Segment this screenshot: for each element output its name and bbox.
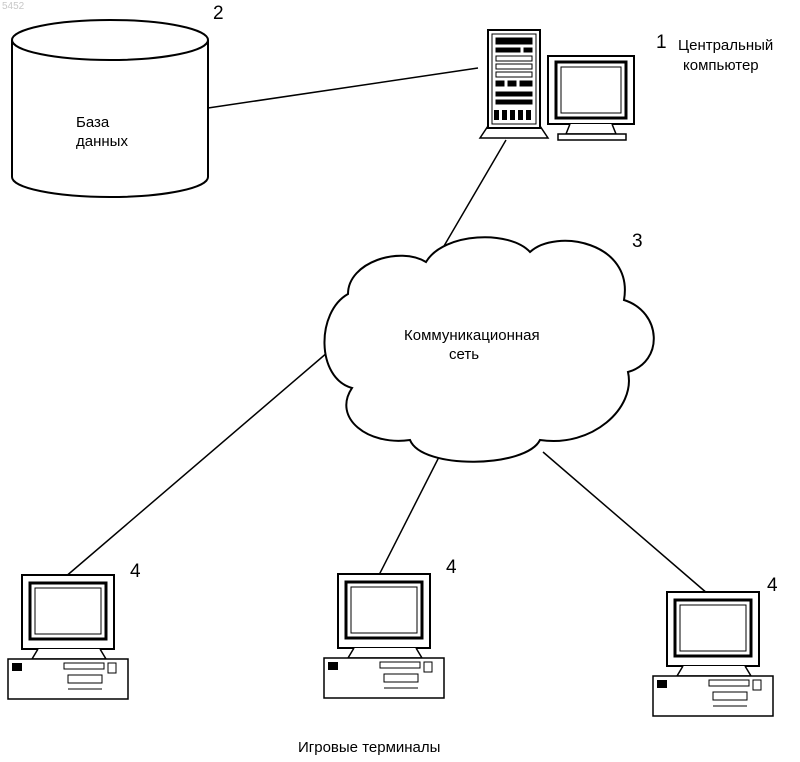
network-label-line1: Коммуникационная [404,326,540,345]
central-computer-ref-number: 1 [656,32,667,54]
link-network-to-terminal-middle [378,455,440,577]
central-monitor-icon [548,56,634,140]
terminal-computer-icon [324,574,444,698]
link-central-to-network [444,140,506,246]
server-tower-icon [480,30,548,138]
network-ref-number: 3 [632,231,643,253]
link-database-to-central [208,68,478,108]
database-cylinder-icon [12,20,208,197]
database-label-line1: База [76,113,109,132]
database-ref-number: 2 [213,3,224,25]
database-label-line2: данных [76,132,128,151]
network-cloud-icon [324,237,653,462]
central-computer-label-line1: Центральный [678,36,773,55]
page-number: 5452 [2,1,24,12]
link-network-to-terminal-right [543,452,708,594]
terminals-caption: Игровые терминалы [298,738,440,757]
terminal-computer-icon [653,592,773,716]
terminal-ref-number: 4 [446,557,457,579]
network-label-line2: сеть [449,345,479,364]
terminal-ref-number: 4 [767,575,778,597]
central-computer-label-line2: компьютер [683,56,759,75]
terminal-computer-icon [8,575,128,699]
link-network-to-terminal-left [64,352,328,578]
terminal-ref-number: 4 [130,561,141,583]
